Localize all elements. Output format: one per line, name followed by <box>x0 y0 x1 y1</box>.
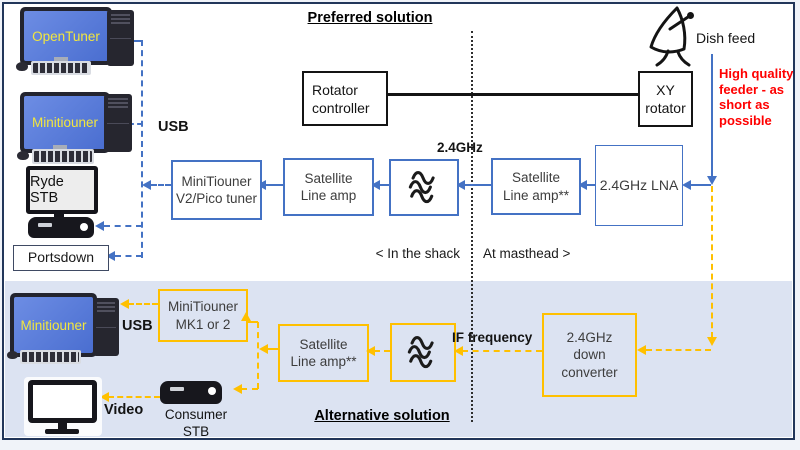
connector-line <box>129 123 142 125</box>
filter-icon <box>403 315 443 390</box>
usb-bottom-label: USB <box>122 318 153 334</box>
xy-rotator-box: XY rotator <box>638 71 693 127</box>
arrowhead <box>233 384 242 394</box>
pc-tower-icon <box>107 10 134 66</box>
minitiouner-v2-box: MiniTiouner V2/Pico tuner <box>171 160 262 220</box>
keyboard-icon <box>31 61 91 75</box>
monitor-stand <box>53 145 67 149</box>
feeder-note: High quality feeder - as short as possib… <box>719 66 794 128</box>
rotator-controller-box: Rotator controller <box>302 71 388 126</box>
arrowhead <box>106 251 115 261</box>
mouse-icon <box>7 351 18 359</box>
connector-line <box>108 396 160 398</box>
rotator-control-cable <box>376 93 638 96</box>
desktop-pc-icon: Minitiouner <box>20 92 110 153</box>
arrowhead <box>707 337 717 346</box>
monitor-stand <box>54 214 64 217</box>
lna-box: 2.4GHz LNA <box>595 145 683 226</box>
desktop-pc-icon: Minitiouner <box>10 293 97 357</box>
arrowhead <box>682 180 691 190</box>
usb-top-label: USB <box>158 119 189 135</box>
ryde-screen-label: Ryde STB <box>30 174 64 206</box>
arrowhead <box>100 392 109 402</box>
mouse-icon <box>17 151 29 160</box>
consumer-stb-label: Consumer STB <box>164 407 228 439</box>
pc-screen: Minitiouner <box>14 297 93 353</box>
at-masthead-label: At masthead > <box>483 246 571 261</box>
keyboard-icon <box>20 350 81 364</box>
arrowhead <box>142 180 151 190</box>
connector-line <box>646 349 711 351</box>
arrowhead <box>707 176 717 185</box>
arrowhead <box>120 299 129 309</box>
signal-line <box>266 184 283 186</box>
freq-24ghz-label: 2.4GHz <box>437 140 483 155</box>
filter-box <box>390 323 456 382</box>
minitiouner-screen-label: Minitiouner <box>31 115 99 130</box>
arrowhead <box>95 221 104 231</box>
set-top-box-icon <box>28 217 94 238</box>
arrowhead <box>637 345 646 355</box>
arrowhead <box>366 346 375 356</box>
consumer-stb-icon <box>160 381 222 404</box>
satellite-dish-icon <box>640 4 702 70</box>
down-converter-box: 2.4GHz down converter <box>542 313 637 397</box>
dish-feed-label: Dish feed <box>696 30 756 46</box>
keyboard-icon <box>32 149 94 164</box>
connector-line <box>115 255 142 257</box>
connector-line <box>241 388 258 390</box>
ryde-monitor-icon: Ryde STB <box>26 166 98 214</box>
arrowhead <box>454 346 463 356</box>
connector-line <box>104 225 142 227</box>
arrowhead <box>259 344 268 354</box>
satellite-line-amp-alt-box: Satellite Line amp** <box>278 324 369 382</box>
if-frequency-label: IF frequency <box>452 330 533 345</box>
pc-screen: Minitiouner <box>24 96 106 149</box>
arrowhead <box>371 180 380 190</box>
preferred-solution-title: Preferred solution <box>307 10 433 26</box>
connector-line <box>267 348 278 350</box>
mouse-icon <box>16 62 28 71</box>
in-the-shack-label: < In the shack <box>375 246 460 261</box>
minitiouner-mk-box: MiniTiouner MK1 or 2 <box>158 289 248 342</box>
if-feeder-line <box>711 186 713 338</box>
alternative-solution-panel <box>4 281 792 437</box>
connector-line <box>151 184 171 186</box>
signal-line <box>587 184 595 186</box>
arrowhead <box>456 180 465 190</box>
usb-distribution-line <box>141 40 143 258</box>
pc-tower-icon <box>93 298 119 356</box>
monitor-stand <box>54 57 68 61</box>
shack-masthead-divider <box>471 31 473 422</box>
tv-icon <box>28 380 97 423</box>
connector-line <box>128 303 158 305</box>
satellite-line-amp-box: Satellite Line amp <box>283 158 374 216</box>
portsdown-box: Portsdown <box>13 245 109 271</box>
arrowhead <box>578 180 587 190</box>
opentuner-screen-label: OpenTuner <box>32 28 100 44</box>
filter-box <box>389 159 459 216</box>
filter-icon <box>404 150 444 225</box>
signal-line <box>465 184 491 186</box>
satellite-line-amp-masthead-box: Satellite Line amp** <box>491 158 581 215</box>
split-line <box>257 322 259 389</box>
connector-line <box>247 321 258 323</box>
tv-stand <box>58 423 67 429</box>
tv-stand-base <box>45 429 79 434</box>
desktop-pc-icon: OpenTuner <box>20 7 112 65</box>
alternative-solution-title: Alternative solution <box>314 408 450 424</box>
signal-line <box>380 184 389 186</box>
connector-line <box>374 350 390 352</box>
minitiouner-bottom-screen-label: Minitiouner <box>20 317 87 333</box>
video-label: Video <box>104 402 144 418</box>
pc-screen: OpenTuner <box>24 11 108 61</box>
connector-line <box>462 350 542 352</box>
feeder-line <box>711 54 713 177</box>
signal-line <box>691 184 711 186</box>
pc-tower-icon <box>104 94 132 152</box>
connector-line <box>134 40 142 42</box>
